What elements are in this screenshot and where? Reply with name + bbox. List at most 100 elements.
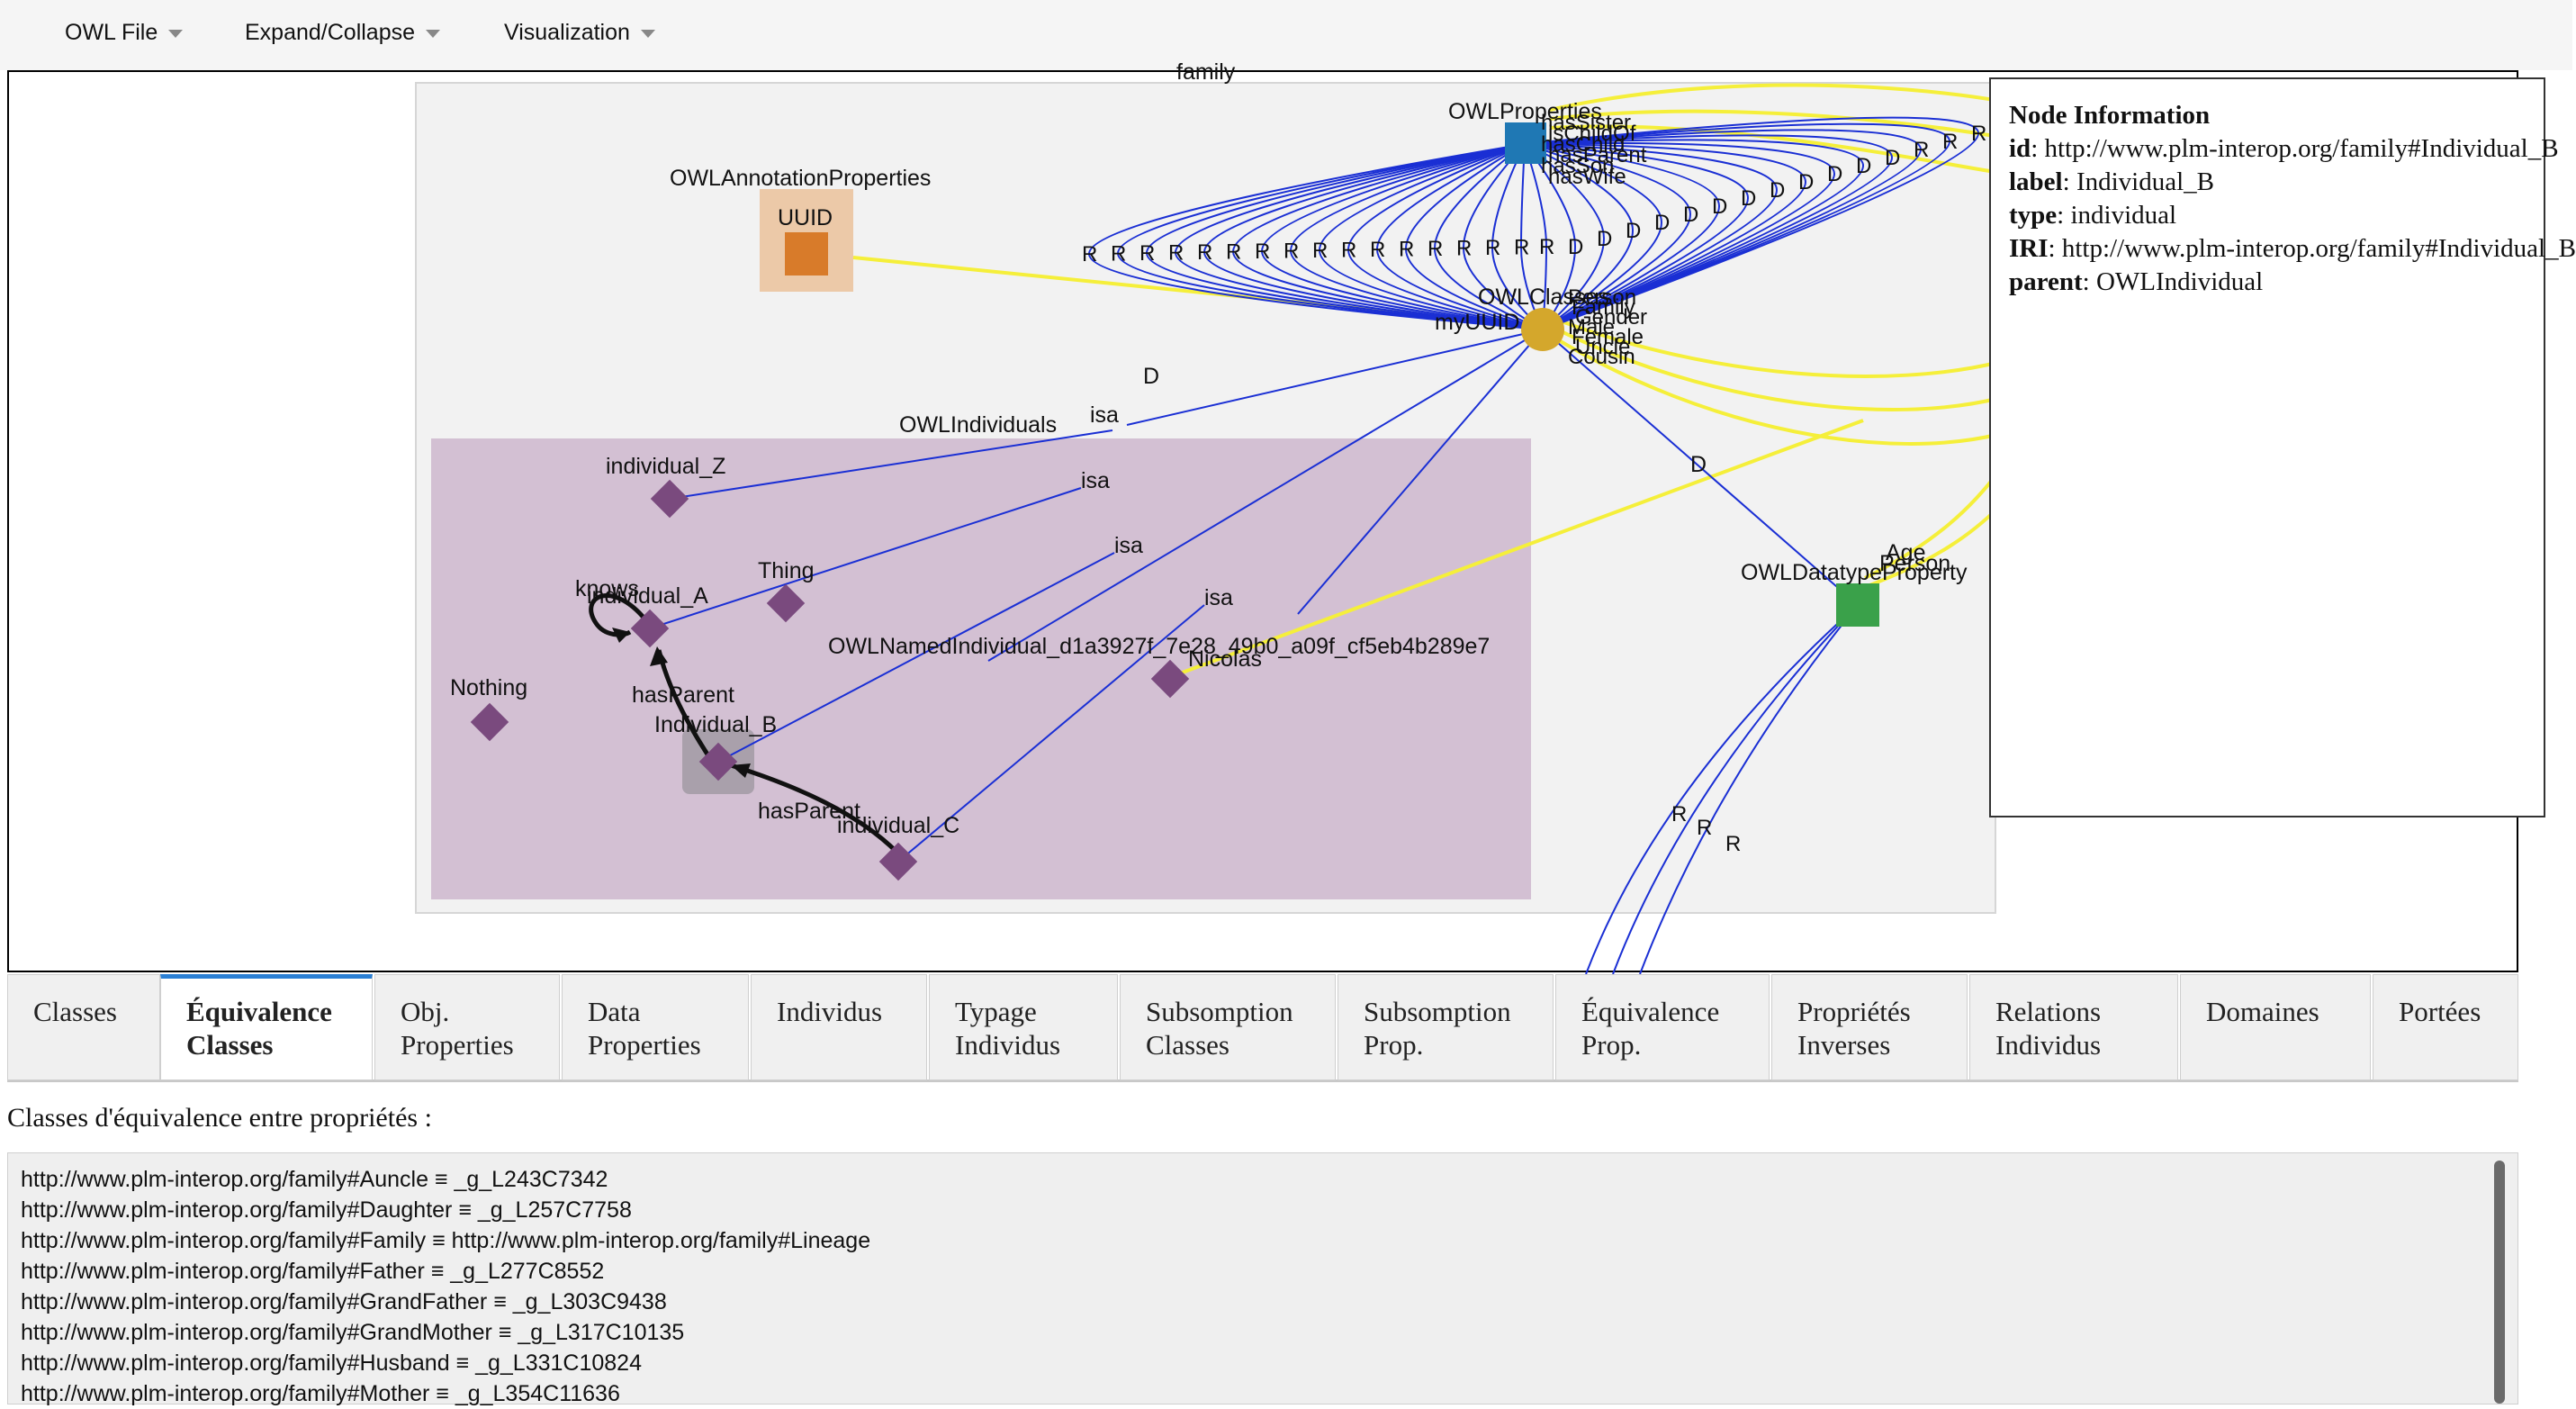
caret-down-icon [640, 29, 655, 38]
isa-edge [717, 552, 1115, 763]
d-edge-label-2: D [1690, 452, 1707, 477]
isa-edge [987, 329, 1544, 662]
property-name-label: isChildOf [1548, 122, 1636, 146]
isa-edge [649, 487, 1082, 629]
property-label-cluster: hasSisterisChildOfhasChildhasParenthasSo… [1541, 111, 1647, 189]
edge-letter: R [1168, 241, 1184, 266]
property-edge [1491, 143, 1544, 330]
property-edge [1524, 139, 1865, 330]
menu-visualization[interactable]: Visualization [504, 20, 655, 46]
edge-letter: R [1914, 138, 1929, 162]
has-parent-edge-label-2: hasParent [758, 799, 860, 824]
owl-datatype-property-label: OWLDatatypeProperty [1741, 560, 1968, 585]
node-info-title: Node Information [2009, 101, 2211, 130]
tab-classes[interactable]: Classes [7, 974, 160, 1080]
uuid-label: UUID [778, 205, 833, 230]
tab-data-properties[interactable]: Data Properties [562, 974, 749, 1080]
menu-owl-file[interactable]: OWL File [65, 20, 184, 46]
owl-annotation-properties-label: OWLAnnotationProperties [670, 166, 931, 191]
edge-letter: R [1111, 242, 1126, 266]
arrowheads [612, 628, 751, 778]
tab-equivalence-prop[interactable]: Équivalence Prop. [1555, 974, 1770, 1080]
nicolas-node[interactable] [1150, 659, 1190, 699]
edge-letter: D [1712, 194, 1727, 219]
isa-edge [1126, 329, 1544, 426]
owl-properties-label: OWLProperties [1448, 99, 1602, 124]
node-info-id-row: id: http://www.plm-interop.org/family#In… [2009, 134, 2559, 163]
tab-subsomption-classes[interactable]: Subsomption Classes [1120, 974, 1336, 1080]
node-info-parent-row: parent: OWLIndividual [2009, 267, 2264, 296]
node-info-type-value: individual [2070, 201, 2177, 230]
edge-letter: R [1456, 237, 1472, 261]
edge-letter: D [1654, 211, 1670, 235]
tab-label: Subsomption Prop. [1364, 996, 1511, 1061]
tab-equivalence-classes[interactable]: Équivalence Classes [160, 974, 373, 1080]
property-edge [1116, 143, 1544, 330]
tab-portees[interactable]: Portées [2373, 974, 2518, 1080]
edge-letter: D [1626, 219, 1641, 243]
node-info-parent-value: OWLIndividual [2095, 267, 2264, 296]
property-edge [1524, 143, 1721, 330]
node-information-panel: Node Information id: http://www.plm-inte… [1989, 77, 2576, 817]
edge-letter: R [1341, 239, 1356, 263]
tab-obj-properties[interactable]: Obj. Properties [374, 974, 560, 1080]
tab-label: Data Properties [588, 996, 701, 1061]
tab-typage-individus[interactable]: Typage Individus [929, 974, 1118, 1080]
nothing-label: Nothing [450, 675, 527, 700]
isa-edge-label-3: isa [1114, 533, 1143, 558]
owl-individuals-cluster[interactable] [431, 438, 1531, 899]
list-item: http://www.plm-interop.org/family#Auncle… [21, 1167, 608, 1192]
property-edge [1519, 143, 1544, 330]
property-edge [1145, 143, 1544, 330]
node-info-label-value: Individual_B [2076, 167, 2214, 196]
uuid-node[interactable] [785, 232, 828, 275]
property-edge [1260, 143, 1544, 330]
edge-letter: R [1139, 241, 1155, 266]
d-edge-label-1: D [1143, 364, 1159, 389]
node-info-label-row: label: Individual_B [2009, 167, 2214, 196]
thing-label: Thing [758, 558, 815, 583]
isa-edge [1542, 329, 1859, 606]
tab-label: Domaines [2206, 996, 2319, 1027]
tab-individus[interactable]: Individus [751, 974, 927, 1080]
tab-proprietes-inverses[interactable]: Propriétés Inverses [1771, 974, 1968, 1080]
scrollbar-thumb[interactable] [2494, 1161, 2505, 1404]
menu-expand-collapse-label: Expand/Collapse [245, 20, 416, 45]
property-edge [1524, 134, 1894, 330]
owl-properties-node[interactable] [1505, 122, 1546, 164]
menu-expand-collapse[interactable]: Expand/Collapse [245, 20, 441, 46]
menu-visualization-label: Visualization [504, 20, 630, 45]
knows-edge-label: knows [575, 576, 639, 601]
node-info-id-key: id [2009, 134, 2031, 163]
edge-letter: R [1197, 240, 1212, 265]
isa-edge-label-4: isa [1204, 585, 1233, 610]
property-name-label: hasChild [1541, 132, 1625, 157]
property-edge [1289, 143, 1544, 330]
caret-down-icon [426, 29, 441, 38]
class-name-label: Cousin [1568, 345, 1635, 369]
edge-letter: D [1770, 178, 1785, 203]
owl-classes-node[interactable] [1521, 308, 1564, 351]
property-edge [1524, 129, 1923, 330]
tab-relations-individus[interactable]: Relations Individus [1969, 974, 2178, 1080]
owl-individuals-label: OWLIndividuals [899, 412, 1057, 438]
owl-classes-label: OWLClasses [1478, 285, 1609, 310]
property-name-label: hasSister [1541, 111, 1631, 135]
list-item: http://www.plm-interop.org/family#GrandF… [21, 1289, 667, 1314]
tab-subsomption-prop[interactable]: Subsomption Prop. [1338, 974, 1554, 1080]
age-label: Age [1886, 540, 1925, 565]
node-info-id-value: http://www.plm-interop.org/family#Indivi… [2044, 134, 2559, 163]
tab-domaines[interactable]: Domaines [2180, 974, 2371, 1080]
property-edge [1202, 143, 1544, 330]
equivalence-list[interactable]: http://www.plm-interop.org/family#Auncle… [7, 1152, 2518, 1406]
list-item: http://www.plm-interop.org/family#Mother… [21, 1381, 620, 1406]
edge-letter: D [1798, 170, 1814, 194]
property-edge [1524, 143, 1548, 330]
edge-letter: R [1971, 122, 1986, 146]
property-name-label: hasSon [1541, 154, 1614, 178]
owl-datatype-property-node[interactable] [1836, 583, 1879, 627]
class-name-label: Family [1572, 295, 1635, 320]
list-item: http://www.plm-interop.org/family#Father… [21, 1259, 605, 1284]
